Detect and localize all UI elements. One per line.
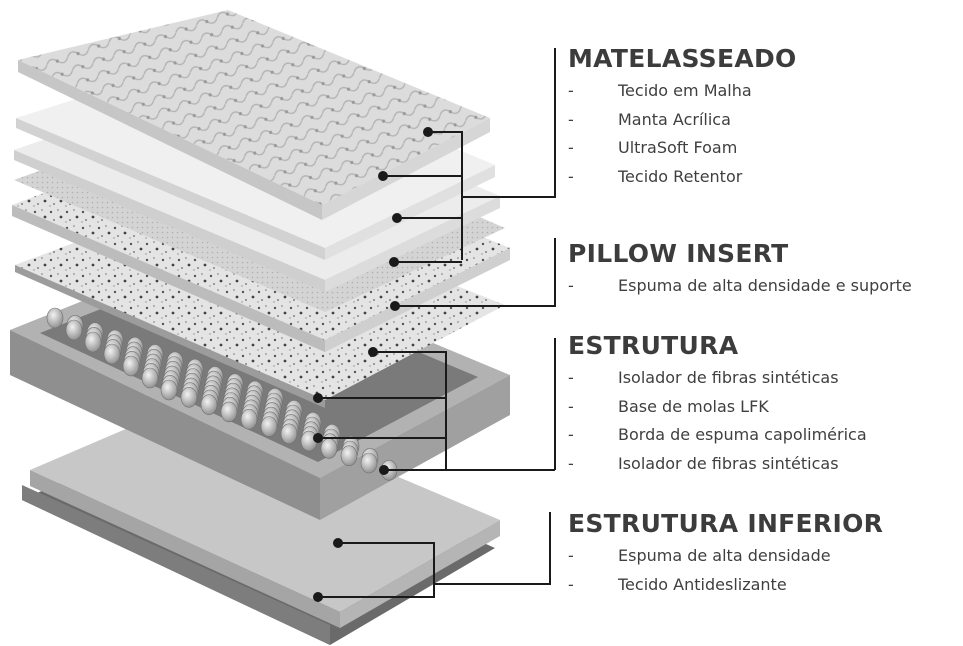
spring-coil bbox=[340, 445, 358, 467]
section-items: -Espuma de alta densidade e suporte bbox=[568, 272, 912, 301]
spring-coil bbox=[84, 331, 102, 353]
section-title: MATELASSEADO bbox=[568, 44, 797, 73]
spring-coil bbox=[141, 367, 159, 389]
list-item: -Borda de espuma capolimérica bbox=[568, 425, 867, 444]
layer-tecido-malha bbox=[18, 10, 490, 220]
connector-estrutura-inferior bbox=[313, 512, 551, 602]
section-matelasseado: MATELASSEADO -Tecido em Malha -Manta Acr… bbox=[568, 44, 797, 191]
spring-coil bbox=[320, 438, 338, 459]
spring-coil bbox=[220, 401, 238, 423]
list-item: -Espuma de alta densidade e suporte bbox=[568, 276, 912, 295]
section-estrutura-inferior: ESTRUTURA INFERIOR -Espuma de alta densi… bbox=[568, 509, 883, 599]
section-title: ESTRUTURA bbox=[568, 331, 739, 360]
section-pillow-insert: PILLOW INSERT -Espuma de alta densidade … bbox=[568, 239, 912, 301]
connector-matelasseado bbox=[378, 48, 556, 267]
section-title: ESTRUTURA INFERIOR bbox=[568, 509, 884, 538]
spring-coil bbox=[360, 452, 378, 474]
list-item: -Tecido Retentor bbox=[568, 166, 743, 186]
list-item: -Isolador de fibras sintéticas bbox=[568, 453, 839, 473]
section-items: -Tecido em Malha -Manta Acrílica -UltraS… bbox=[568, 77, 797, 191]
spring-coil bbox=[122, 355, 140, 377]
spring-coil bbox=[260, 416, 278, 437]
section-items: -Espuma de alta densidade -Tecido Antide… bbox=[568, 542, 883, 599]
list-item: -Base de molas LFK bbox=[568, 396, 769, 416]
spring-coil bbox=[65, 319, 83, 341]
connector-lines bbox=[313, 48, 556, 602]
list-item: -UltraSoft Foam bbox=[568, 138, 738, 157]
list-item: -Espuma de alta densidade bbox=[568, 546, 831, 565]
spring-coil bbox=[280, 423, 298, 445]
spring-coil bbox=[160, 379, 178, 401]
section-items: -Isolador de fibras sintéticas -Base de … bbox=[568, 364, 867, 478]
spring-coil bbox=[200, 394, 218, 415]
layer-base-molas bbox=[46, 307, 398, 481]
section-estrutura: ESTRUTURA -Isolador de fibras sintéticas… bbox=[568, 331, 867, 478]
connector-pillow-insert bbox=[390, 238, 556, 311]
spring-coil bbox=[180, 386, 198, 408]
list-item: -Isolador de fibras sintéticas bbox=[568, 368, 839, 387]
list-item: -Manta Acrílica bbox=[568, 109, 731, 129]
spring-coil bbox=[103, 343, 121, 365]
section-title: PILLOW INSERT bbox=[568, 239, 789, 268]
layer-espuma-alta-densidade-base bbox=[30, 395, 500, 628]
connector-estrutura bbox=[313, 338, 556, 475]
spring-coil bbox=[240, 408, 258, 430]
list-item: -Tecido em Malha bbox=[568, 81, 752, 100]
list-item: -Tecido Antideslizante bbox=[568, 574, 787, 594]
spring-coil bbox=[46, 307, 64, 329]
